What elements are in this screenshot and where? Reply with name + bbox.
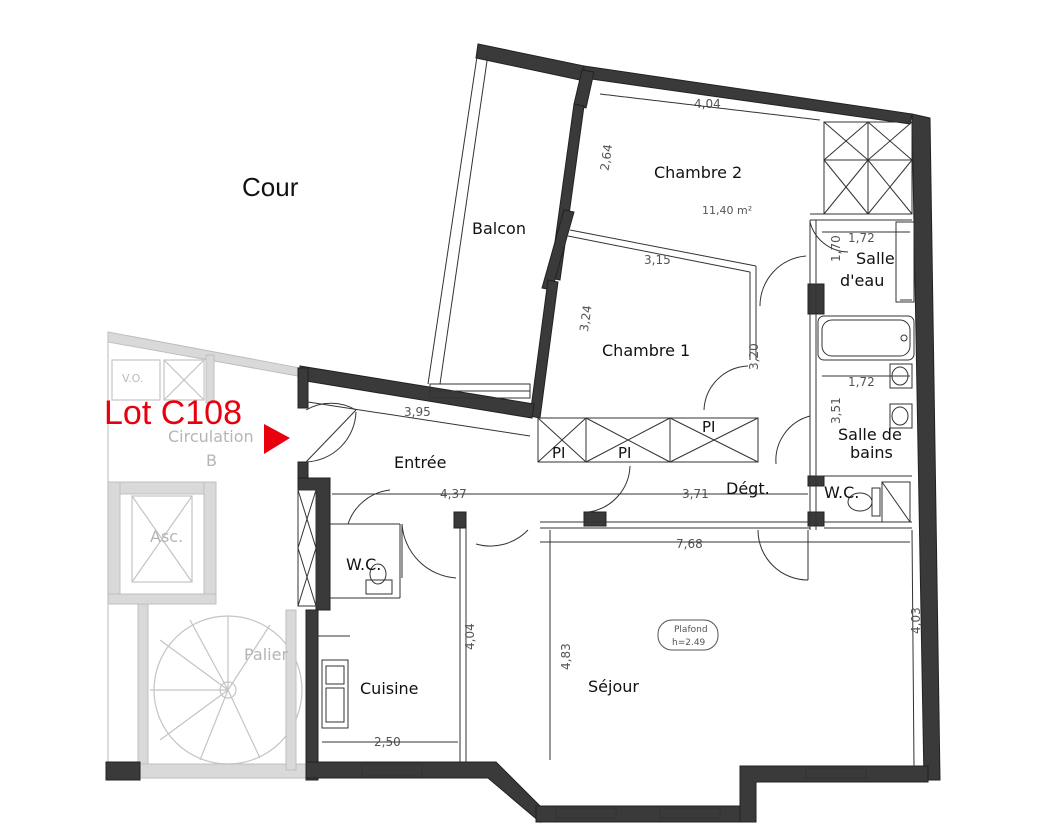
dim-404: 4,04 <box>694 97 721 111</box>
dim-324: 3,24 <box>577 304 595 332</box>
interior-lines <box>297 121 915 819</box>
label-plafond-1: Plafond <box>674 625 708 635</box>
label-salle-bains-1: Salle de <box>838 425 902 444</box>
dim-172a: 1,72 <box>848 231 875 245</box>
dimension-lines <box>307 93 910 760</box>
dim-483: 4,83 <box>559 643 573 670</box>
dim-351: 3,51 <box>829 397 843 424</box>
label-vo: V.O. <box>122 372 143 385</box>
dimension-labels: 4,04 2,64 1,72 1,70 3,15 3,24 3,20 1,72 … <box>374 97 923 749</box>
label-pi-3: PI <box>702 418 715 436</box>
label-balcon: Balcon <box>472 219 526 238</box>
label-salle-bains-2: bains <box>850 443 893 462</box>
label-degt: Dégt. <box>726 479 770 498</box>
label-palier: Palier <box>244 645 288 664</box>
label-plafond-2: h=2.49 <box>672 638 706 648</box>
walls <box>105 43 941 824</box>
dim-768: 7,68 <box>676 537 703 551</box>
label-pi-1: PI <box>552 444 565 462</box>
label-pi-2: PI <box>618 444 631 462</box>
label-circulation: Circulation <box>168 427 254 446</box>
label-wc-right: W.C. <box>824 483 859 502</box>
dim-315: 3,15 <box>644 253 671 267</box>
entrance-arrow-icon <box>264 424 290 454</box>
room-labels: Cour Balcon Chambre 2 11,40 m² Chambre 1… <box>104 163 902 698</box>
dim-404b: 4,04 <box>463 623 477 650</box>
dim-395: 3,95 <box>404 405 431 419</box>
label-lot: Lot C108 <box>104 394 242 432</box>
label-salle-eau-2: d'eau <box>840 271 884 290</box>
label-circulation-b: B <box>206 451 217 470</box>
plafond-badge <box>657 619 719 651</box>
label-sejour: Séjour <box>588 677 639 696</box>
dim-170: 1,70 <box>829 235 843 262</box>
label-wc-left: W.C. <box>346 555 381 574</box>
dim-403: 4,03 <box>909 607 923 634</box>
label-chambre2-area: 11,40 m² <box>702 204 752 217</box>
label-asc: Asc. <box>150 527 183 546</box>
dim-264: 2,64 <box>598 143 616 171</box>
label-chambre1: Chambre 1 <box>602 341 690 360</box>
label-salle-eau-1: Salle <box>856 249 895 268</box>
label-cour: Cour <box>242 172 299 202</box>
label-entree: Entrée <box>394 453 446 472</box>
dim-172b: 1,72 <box>848 375 875 389</box>
label-chambre2: Chambre 2 <box>654 163 742 182</box>
doors <box>305 221 849 581</box>
label-cuisine: Cuisine <box>360 679 419 698</box>
dim-320: 3,20 <box>747 343 761 370</box>
